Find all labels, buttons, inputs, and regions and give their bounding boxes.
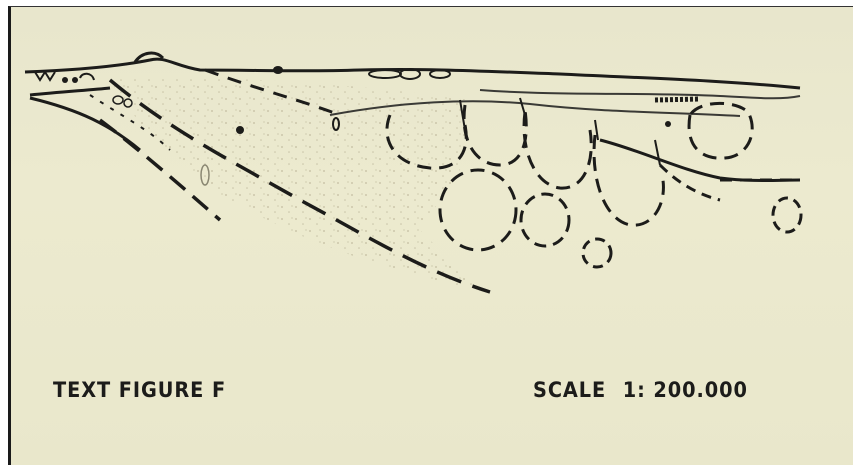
pebble-outline xyxy=(113,96,123,104)
small-circle xyxy=(80,74,94,80)
thin-line xyxy=(520,98,525,115)
dot xyxy=(72,77,78,83)
dashed-circle xyxy=(773,198,801,232)
dot xyxy=(62,77,68,83)
dashed-circle xyxy=(583,239,611,267)
text-blob xyxy=(655,99,700,100)
dashed-circle-right xyxy=(689,103,752,158)
upper-layer-line xyxy=(480,90,800,98)
figure-label: TEXT FIGURE F xyxy=(53,378,226,402)
surface-dot xyxy=(273,66,283,74)
surface-lens xyxy=(369,70,401,78)
dashed-circle xyxy=(464,105,526,165)
scale-value: 1: 200.000 xyxy=(623,378,748,402)
dashed-circle xyxy=(524,112,591,188)
small-dot xyxy=(665,121,671,127)
secondary-surface-line xyxy=(30,88,110,95)
stippled-basin-fill xyxy=(110,78,480,290)
pebble xyxy=(236,126,244,134)
scale-label: SCALE xyxy=(533,378,606,402)
ww-mark xyxy=(35,72,55,80)
dashed-circle xyxy=(521,194,569,246)
right-solid-line xyxy=(600,140,800,181)
wedge-solid-line xyxy=(30,98,140,150)
thin-line xyxy=(655,140,660,165)
scale-caption: SCALE 1: 200.000 xyxy=(533,378,748,402)
